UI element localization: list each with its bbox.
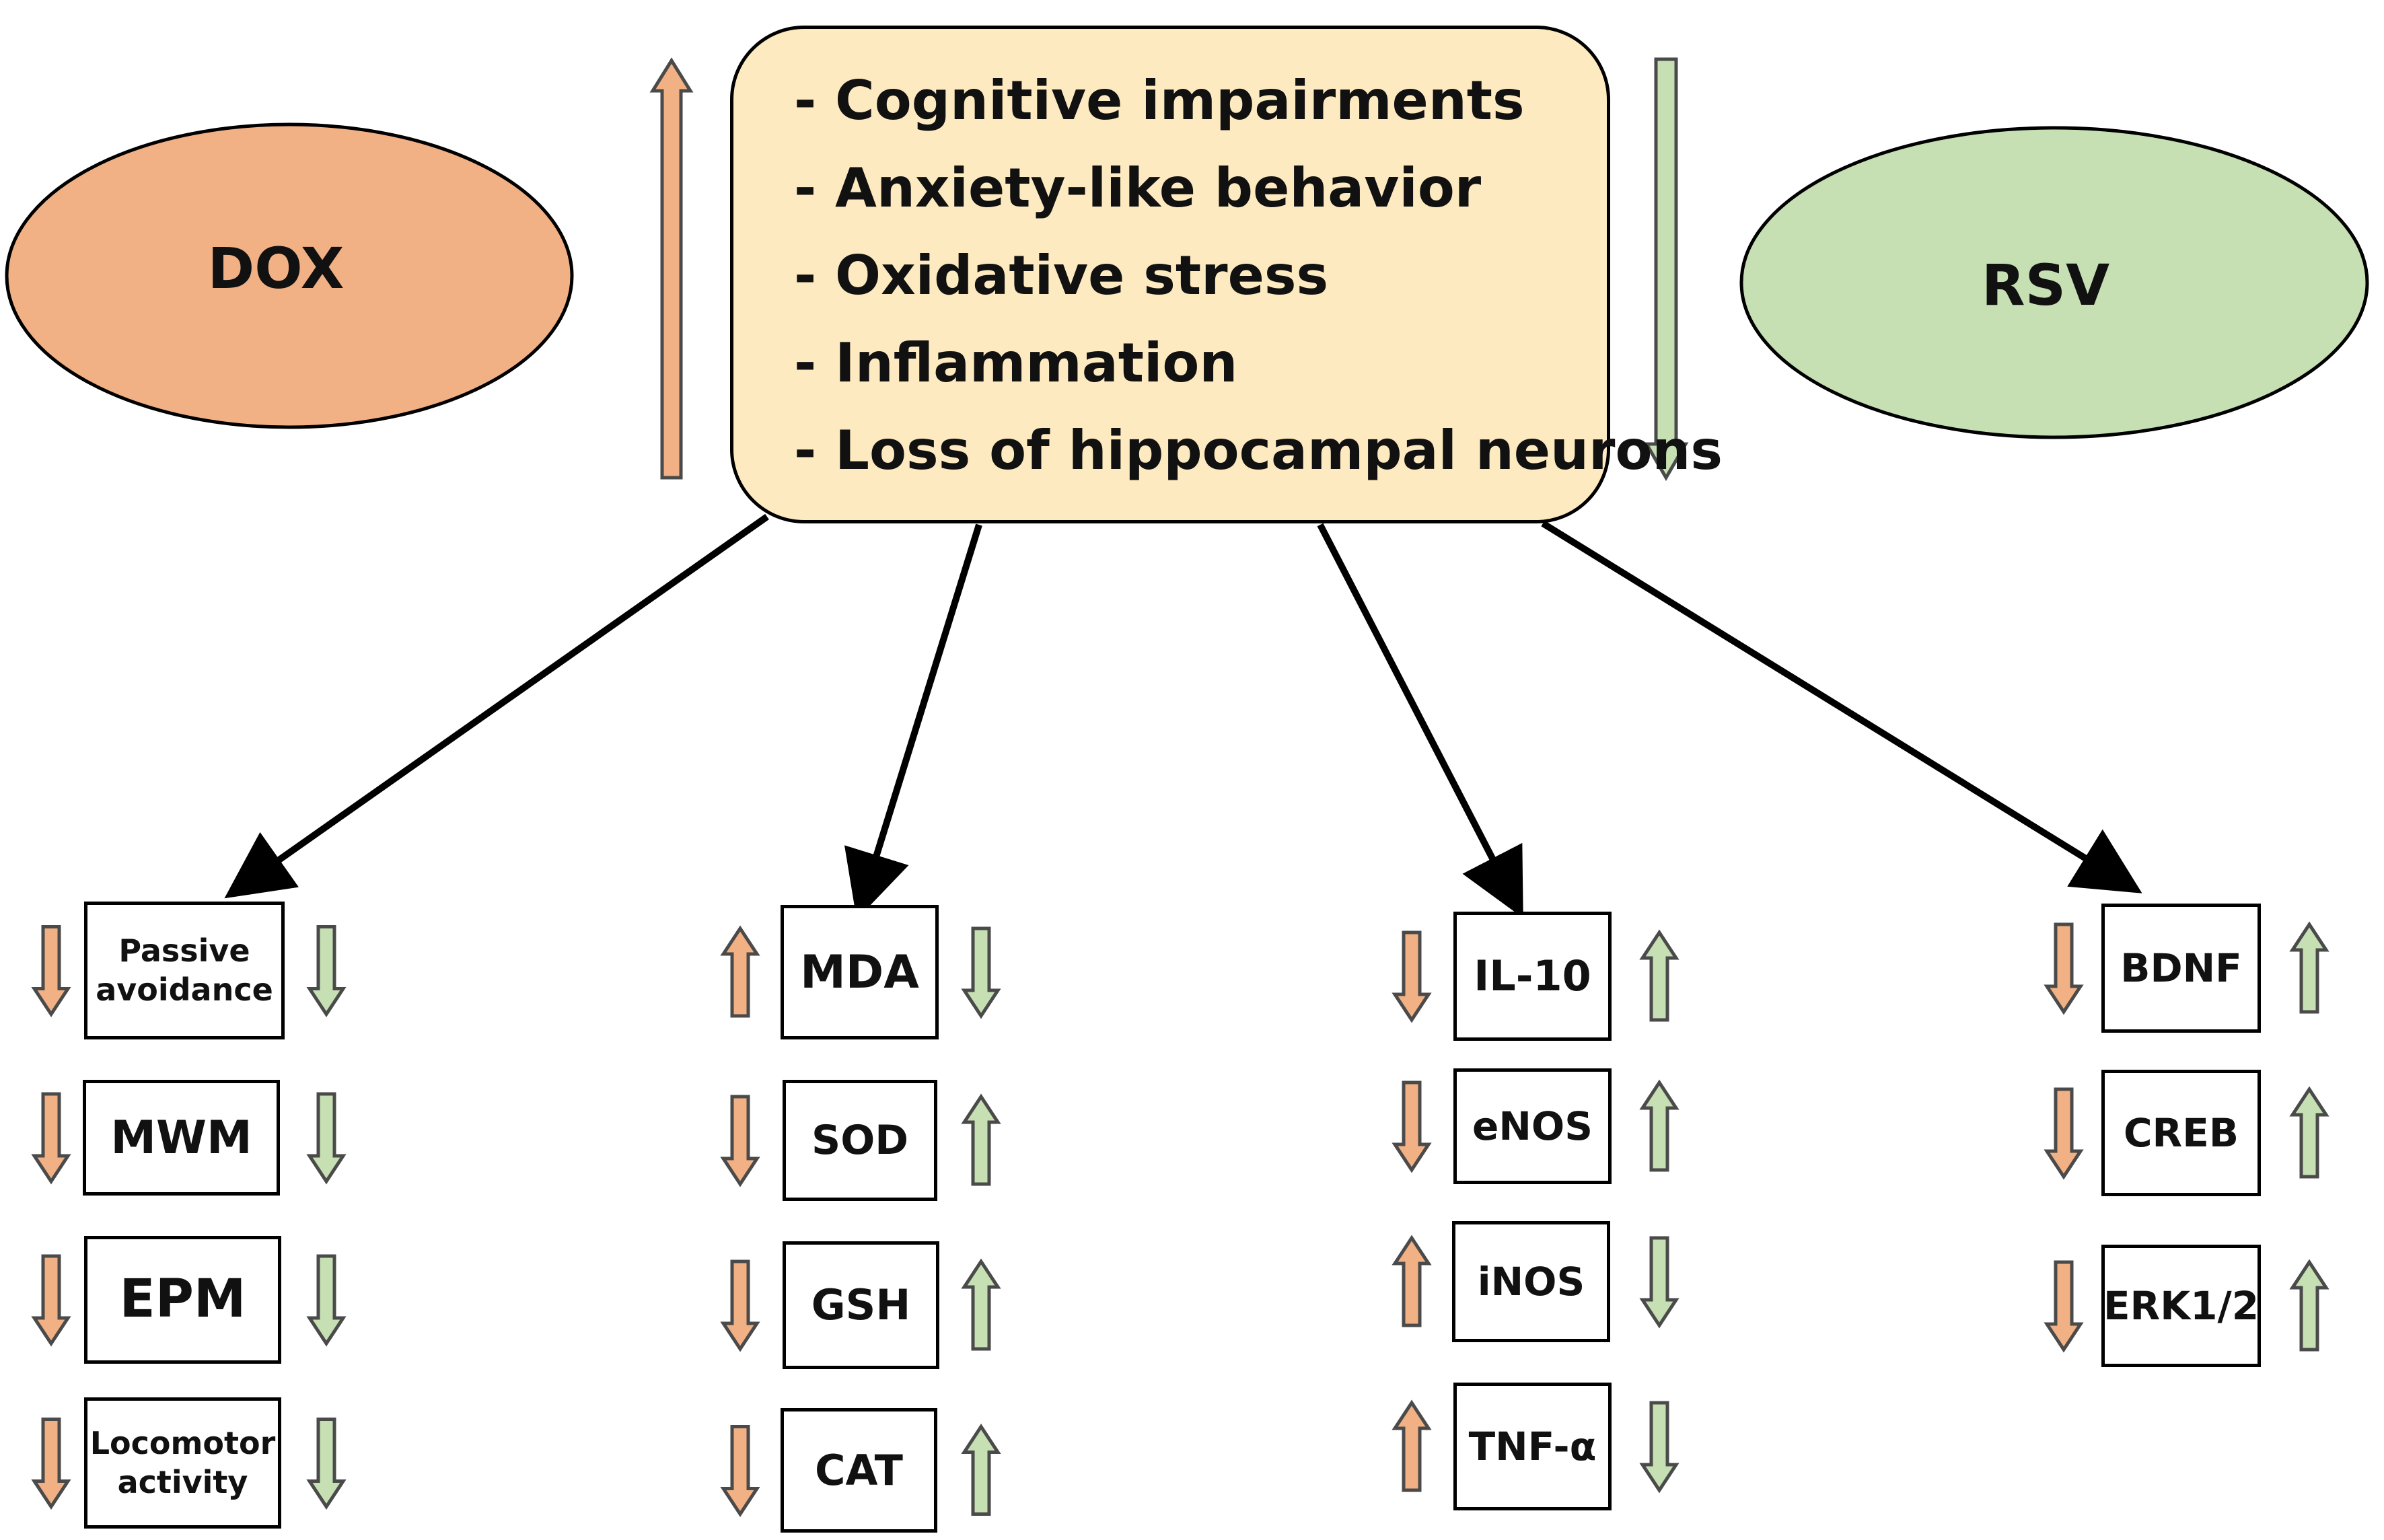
rsv-down-arrow-icon-tnf-alpha — [1639, 1401, 1679, 1494]
rsv-down-arrow-icon-mda — [961, 926, 1001, 1019]
marker-inos: iNOS — [1452, 1221, 1610, 1342]
dox-down-arrow-icon-bdnf — [2044, 922, 2084, 1015]
connector-arrow-oxidative — [844, 523, 982, 920]
dox-down-arrow-icon-passive-avoidance — [31, 925, 71, 1018]
dox-label: DOX — [207, 235, 345, 301]
dox-down-arrow-icon-epm — [31, 1254, 71, 1347]
marker-tnf-alpha: TNF-α — [1453, 1383, 1612, 1510]
rsv-up-arrow-icon-gsh — [961, 1258, 1001, 1351]
rsv-down-arrow-icon-epm — [306, 1254, 347, 1347]
central-effects-list: - Cognitive impairments - Anxiety-like b… — [794, 57, 1723, 494]
effect-cognitive-impairments: - Cognitive impairments — [794, 69, 1525, 132]
rsv-up-arrow-icon-erk1-2 — [2289, 1259, 2329, 1352]
dox-up-arrow-icon-inos — [1392, 1235, 1432, 1327]
dox-up-arrow-icon-mda — [720, 925, 760, 1018]
marker-locomotor-activity: Locomotor activity — [84, 1397, 281, 1529]
connector-arrow-inflammation — [1317, 523, 1523, 918]
rsv-up-arrow-icon-cat — [961, 1423, 1001, 1516]
rsv-down-arrow-icon-inos — [1639, 1236, 1679, 1329]
rsv-up-arrow-icon-enos — [1639, 1079, 1679, 1172]
dox-down-arrow-icon-gsh — [720, 1259, 760, 1352]
marker-passive-avoidance: Passive avoidance — [84, 902, 285, 1039]
rsv-down-arrow-icon-passive-avoidance — [306, 925, 347, 1018]
effect-oxidative-stress: - Oxidative stress — [794, 244, 1329, 307]
marker-mwm: MWM — [83, 1080, 280, 1196]
marker-creb: CREB — [2101, 1070, 2261, 1196]
connector-arrow-behavior — [224, 513, 769, 899]
central-effects-box — [730, 26, 1610, 523]
marker-mda: MDA — [781, 905, 939, 1039]
marker-il-10: IL-10 — [1453, 912, 1612, 1041]
dox-up-arrow-icon-tnf-alpha — [1392, 1399, 1432, 1492]
marker-epm: EPM — [84, 1236, 281, 1364]
connector-arrow-neuronal — [1541, 520, 2142, 893]
dox-ellipse — [5, 122, 574, 429]
marker-erk1-2: ERK1/2 — [2101, 1245, 2261, 1367]
marker-bdnf: BDNF — [2101, 904, 2261, 1033]
effect-anxiety-like-behavior: - Anxiety-like behavior — [794, 157, 1482, 219]
dox-down-arrow-icon-creb — [2044, 1087, 2084, 1180]
rsv-down-arrow-icon-mwm — [306, 1092, 347, 1185]
dox-down-arrow-icon-locomotor-activity — [31, 1418, 71, 1510]
dox-down-arrow-icon-enos — [1392, 1080, 1432, 1173]
effect-inflammation: - Inflammation — [794, 332, 1238, 394]
rsv-up-arrow-icon-sod — [961, 1093, 1001, 1186]
rsv-up-arrow-icon-bdnf — [2289, 921, 2329, 1014]
marker-enos: eNOS — [1453, 1068, 1612, 1184]
rsv-ellipse — [1739, 126, 2369, 439]
rsv-label: RSV — [1981, 252, 2110, 318]
dox-down-arrow-icon-sod — [720, 1095, 760, 1187]
marker-sod: SOD — [783, 1080, 937, 1201]
rsv-up-arrow-icon-creb — [2289, 1086, 2329, 1179]
dox-down-arrow-icon-erk1-2 — [2044, 1260, 2084, 1353]
dox-down-arrow-icon-cat — [720, 1425, 760, 1518]
rsv-down-arrow-icon-locomotor-activity — [306, 1418, 347, 1510]
dox-effect-arrow-icon — [649, 57, 694, 480]
dox-down-arrow-icon-mwm — [31, 1092, 71, 1185]
marker-gsh: GSH — [783, 1241, 939, 1369]
effect-loss-of-hippocampal-neurons: - Loss of hippocampal neurons — [794, 419, 1723, 482]
rsv-effect-arrow-icon — [1643, 57, 1689, 481]
marker-cat: CAT — [781, 1408, 937, 1533]
rsv-up-arrow-icon-il-10 — [1639, 929, 1679, 1022]
dox-down-arrow-icon-il-10 — [1392, 930, 1432, 1023]
